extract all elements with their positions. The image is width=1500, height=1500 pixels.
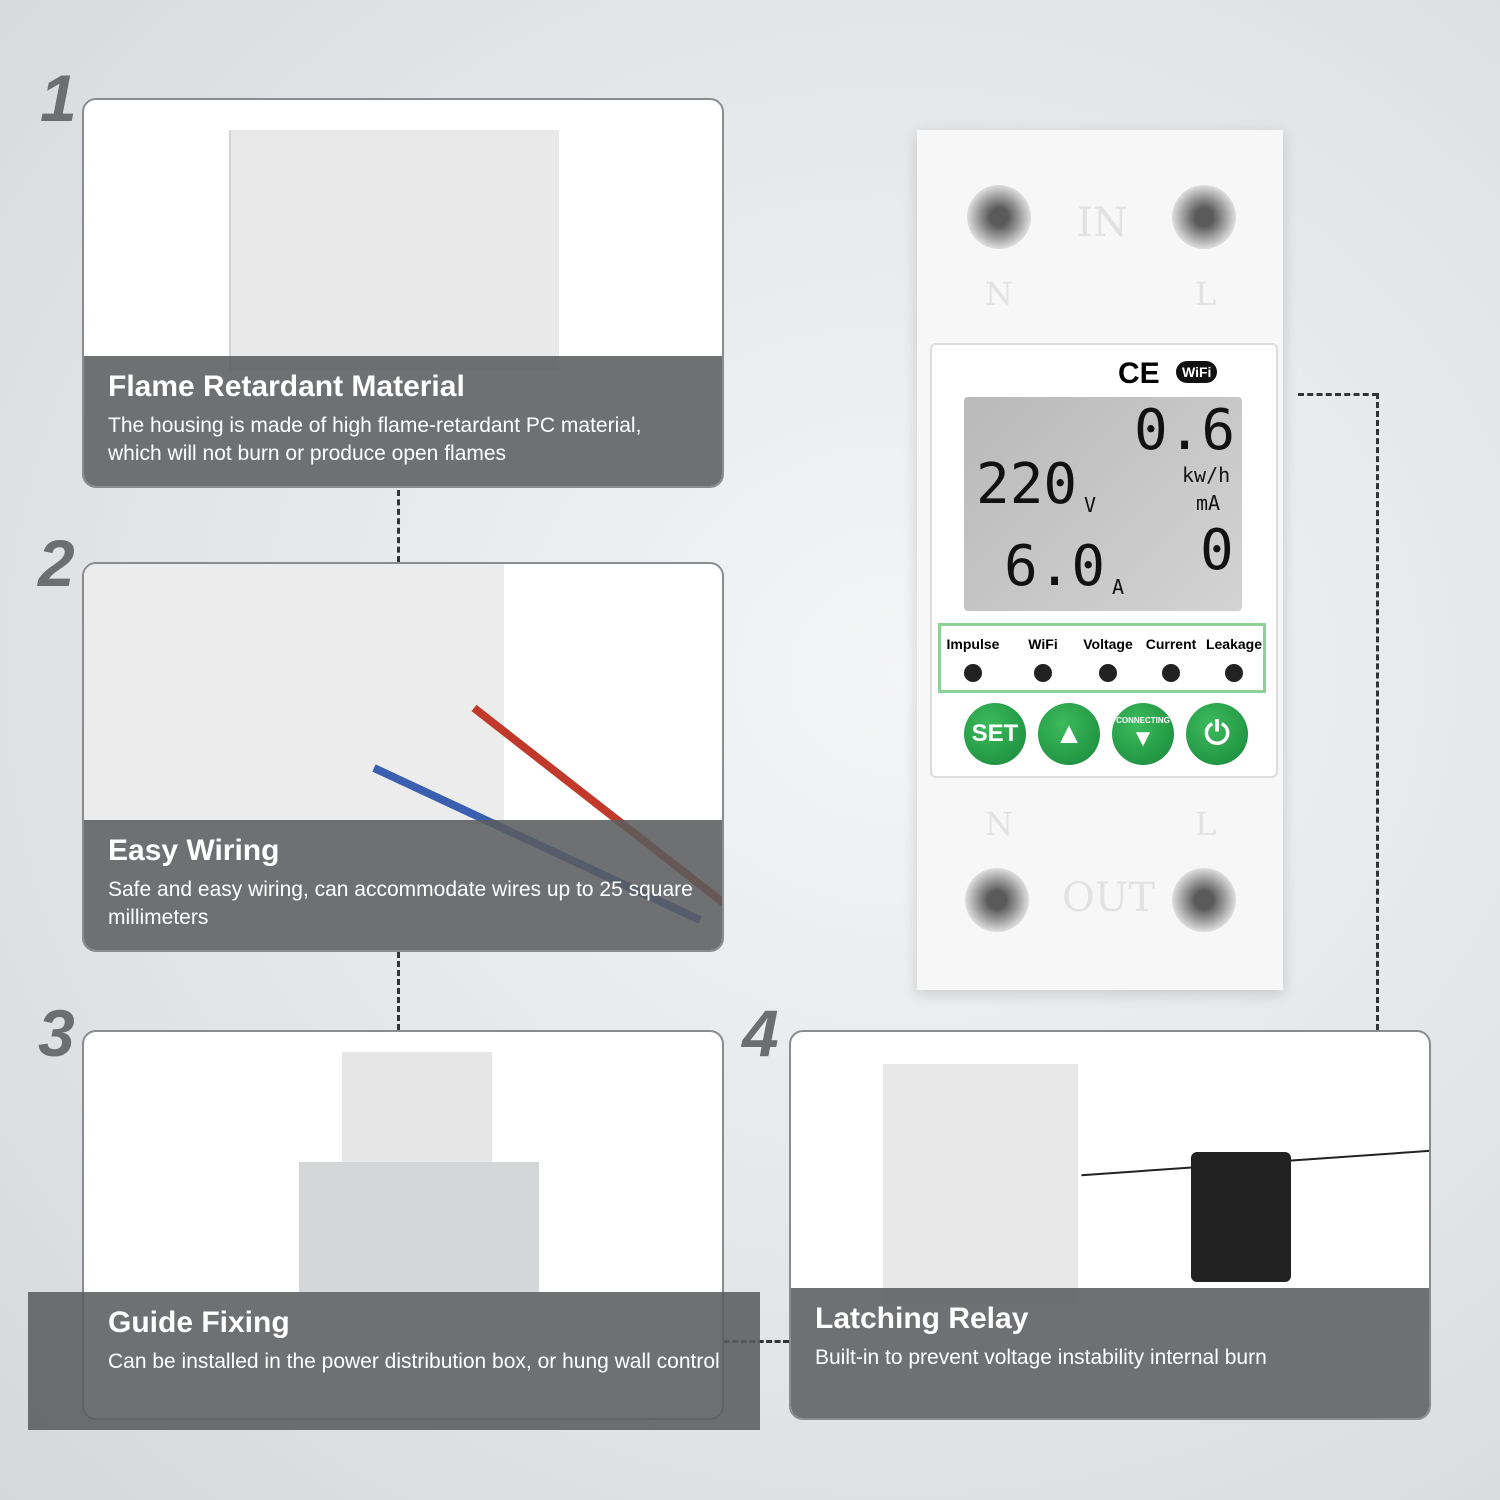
power-button[interactable]: ⏻ [1186, 703, 1248, 765]
feature-title: Guide Fixing [108, 1306, 290, 1339]
screw-terminal-icon [965, 868, 1029, 932]
screw-terminal-icon [1172, 185, 1236, 249]
indicator-label: WiFi [1028, 636, 1058, 652]
feature-number: 4 [742, 996, 779, 1070]
set-button[interactable]: SET [964, 703, 1026, 765]
feature-description: Can be installed in the power distributi… [108, 1350, 720, 1373]
feature-description: The housing is made of high flame-retard… [108, 414, 642, 465]
front-panel: CE WiFi 0.6 kw/h 220 V mA 0 6.0 A Impuls… [930, 343, 1278, 778]
indicator-wifi: WiFi [1008, 636, 1078, 682]
indicator-label: Impulse [946, 636, 1000, 652]
indicator-label: Leakage [1205, 636, 1263, 652]
indicator-voltage: Voltage [1073, 636, 1143, 682]
housing-photo [229, 130, 559, 370]
out-label: OUT [1062, 875, 1156, 921]
indicator-label: Current [1145, 636, 1197, 652]
feature-title: Flame Retardant Material [108, 370, 465, 403]
ce-mark: CE [1118, 357, 1160, 390]
screw-terminal-icon [1172, 868, 1236, 932]
energy-unit: kw/h [1182, 463, 1231, 487]
voltage-reading: 220 [976, 452, 1078, 517]
feature-number: 1 [40, 61, 77, 135]
connector-line [1376, 393, 1379, 1030]
indicator-led [1225, 664, 1243, 682]
indicator-led [1162, 664, 1180, 682]
feature-number: 3 [38, 996, 75, 1070]
feature-caption: Guide Fixing Can be installed in the pow… [28, 1292, 760, 1430]
current-unit: A [1112, 575, 1125, 599]
neutral-label: N [985, 275, 1013, 313]
feature-description: Built-in to prevent voltage instability … [815, 1346, 1267, 1369]
feature-title: Latching Relay [815, 1302, 1029, 1335]
energy-reading: 0.6 [1134, 398, 1236, 463]
device-back-photo [883, 1064, 1078, 1304]
indicator-led [964, 664, 982, 682]
indicator-leakage: Leakage [1199, 636, 1269, 682]
connector-line [397, 490, 400, 562]
voltage-unit: V [1084, 493, 1097, 517]
neutral-label: N [985, 805, 1013, 843]
down-arrow-icon: ▼ [1131, 724, 1155, 752]
feature-number: 2 [38, 526, 75, 600]
line-label: L [1195, 805, 1217, 843]
indicator-current: Current [1136, 636, 1206, 682]
screw-terminal-icon [967, 185, 1031, 249]
connecting-down-button[interactable]: CONNECTING▼ [1112, 703, 1174, 765]
indicator-label: Voltage [1083, 636, 1133, 652]
terminal-photo [84, 564, 504, 824]
line-label: L [1195, 275, 1217, 313]
indicator-led [1034, 664, 1052, 682]
din-rail-photo [299, 1162, 539, 1292]
indicator-led [1099, 664, 1117, 682]
connector-line [397, 952, 400, 1030]
feature-title: Easy Wiring [108, 834, 280, 867]
din-rail-meter-device: IN N L CE WiFi 0.6 kw/h 220 V mA 0 6.0 A… [917, 130, 1283, 990]
indicator-panel: Impulse WiFi Voltage Current Leakage [938, 623, 1266, 693]
connector-line [1298, 393, 1378, 396]
lcd-display: 0.6 kw/h 220 V mA 0 6.0 A [964, 397, 1242, 611]
in-label: IN [1077, 200, 1128, 246]
leakage-unit: mA [1196, 491, 1221, 515]
wifi-logo-icon: WiFi [1176, 361, 1218, 383]
up-button[interactable]: ▲ [1038, 703, 1100, 765]
feature-description: Safe and easy wiring, can accommodate wi… [108, 878, 693, 929]
indicator-impulse: Impulse [938, 636, 1008, 682]
connecting-label: CONNECTING [1116, 715, 1170, 725]
leakage-reading: 0 [1200, 518, 1234, 583]
relay-photo [1191, 1152, 1291, 1282]
current-reading: 6.0 [1004, 534, 1106, 599]
clip-photo [342, 1052, 492, 1172]
